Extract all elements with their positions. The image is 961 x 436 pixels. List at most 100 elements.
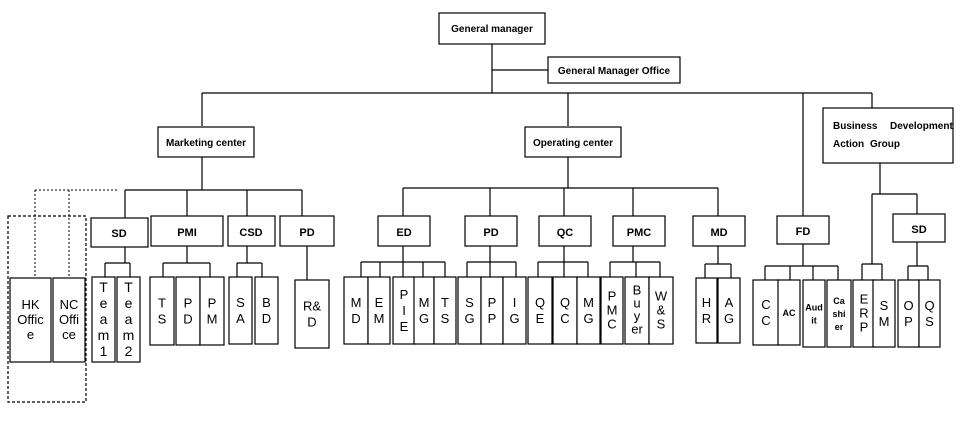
leaf-box-cashier — [826, 279, 852, 348]
leaf-label-erp-2: P — [860, 319, 869, 334]
node-bdag-word4: Group — [870, 139, 900, 150]
leaf-label-team1-3: m — [98, 327, 110, 343]
leaf-label-pm-0: P — [208, 295, 217, 310]
leaf-box-audit — [802, 279, 826, 348]
dept-csd-label: CSD — [239, 227, 262, 239]
leaf-label-qc-1: C — [560, 311, 569, 326]
leaf-label-hr-0: H — [702, 295, 711, 310]
dept-ed-label: ED — [396, 227, 411, 239]
leaf-label-buyer-2: y — [634, 309, 641, 324]
leaf-label-team2-4: 2 — [125, 343, 133, 359]
leaf-label-pd-0: P — [184, 295, 193, 310]
leaf-label-sg-0: S — [465, 295, 474, 310]
leaf-label-pmc-2: C — [607, 316, 616, 331]
dept-qc-label: QC — [557, 227, 574, 239]
leaf-label-sg-1: G — [464, 311, 474, 326]
leaf-label-ts-1: S — [158, 311, 167, 326]
leaf-box-hr — [695, 277, 718, 344]
leaf-label-team1-1: e — [100, 295, 108, 311]
dept-md-label: MD — [710, 227, 727, 239]
leaf-label-pd-1: D — [183, 311, 192, 326]
leaf-label-cashier-1: shi — [832, 309, 845, 319]
node-operating-center-label: Operating center — [533, 138, 613, 149]
leaf-label-qc-0: Q — [560, 295, 570, 310]
leaf-label-pmc-1: M — [607, 302, 618, 317]
leaf-label-ig-0: I — [513, 295, 517, 310]
leaf-label-sm-0: S — [880, 298, 889, 313]
leaf-box-ts — [149, 276, 175, 346]
node-marketing-center — [157, 126, 255, 158]
leaf-label-ts-e-0: T — [441, 295, 449, 310]
leaf-label-hk-1: Offic — [17, 312, 44, 327]
leaf-box-sa — [228, 276, 253, 345]
leaf-label-qe-1: E — [536, 311, 545, 326]
leaf-label-pie-0: P — [400, 287, 409, 302]
leaf-label-audit-1: it — [811, 316, 817, 326]
dept-fd-label: FD — [796, 226, 811, 238]
leaf-label-team2-2: a — [125, 311, 133, 327]
leaf-box-ws — [648, 276, 674, 345]
leaf-label-hk-0: HK — [21, 297, 39, 312]
leaf-box-mg-q — [576, 276, 601, 345]
leaf-label-op-0: O — [903, 298, 913, 313]
leaf-label-em-1: M — [374, 311, 385, 326]
node-bdag-word2: Development — [890, 121, 953, 132]
leaf-box-hk — [9, 277, 52, 363]
leaf-label-rd-1: D — [307, 314, 316, 329]
leaf-label-em-0: E — [375, 295, 384, 310]
leaf-label-bd-0: B — [262, 295, 271, 310]
leaf-label-mg-e-1: G — [419, 311, 429, 326]
leaf-box-team2 — [116, 276, 141, 363]
leaf-label-team1-0: T — [99, 279, 108, 295]
leaf-label-team1-4: 1 — [100, 343, 108, 359]
leaf-box-cc — [752, 279, 780, 346]
node-general-manager-label: General manager — [451, 24, 533, 35]
node-general-manager — [438, 12, 546, 45]
connectors — [34, 44, 929, 280]
node-general-manager-office — [547, 56, 681, 84]
leaf-label-erp-1: R — [859, 305, 868, 320]
leaf-label-pm-1: M — [207, 311, 218, 326]
leaf-label-ws-1: & — [657, 302, 666, 317]
leaf-label-sa-0: S — [236, 295, 245, 310]
leaf-label-hk-2: e — [27, 327, 34, 342]
leaf-label-ts-e-1: S — [441, 311, 450, 326]
leaf-label-md-e-0: M — [351, 295, 362, 310]
leaf-label-buyer-3: er — [631, 322, 643, 337]
department-boxes: SD PMI CSD PD ED PD QC PMC MD FD SD — [90, 213, 946, 248]
dept-pmi-label: PMI — [177, 227, 197, 239]
leaf-label-mg-q-1: G — [583, 311, 593, 326]
leaf-label-erp-0: E — [860, 291, 869, 306]
leaf-label-qs-0: Q — [924, 298, 934, 313]
leaf-label-pie-2: E — [400, 319, 409, 334]
leaf-box-sm — [872, 279, 896, 348]
leaf-box-qe — [527, 276, 553, 345]
dept-sd-label: SD — [111, 228, 126, 240]
dept-pd2-label: PD — [483, 227, 498, 239]
leaf-box-ig — [502, 276, 527, 345]
leaf-label-team2-0: T — [124, 279, 133, 295]
leaf-label-ag-0: A — [725, 295, 734, 310]
leaf-label-nc-0: NC — [60, 297, 79, 312]
leaf-box-nc — [52, 277, 86, 363]
offices-dashed-frame — [7, 215, 87, 403]
leaf-label-md-e-1: D — [351, 311, 360, 326]
leaf-label-ig-1: G — [509, 311, 519, 326]
leaf-label-sm-1: M — [879, 314, 890, 329]
node-bdag-word1: Business — [833, 121, 878, 132]
leaf-label-mg-e-0: M — [419, 295, 430, 310]
leaf-label-buyer-1: u — [633, 296, 640, 311]
leaf-label-nc-1: Offi — [59, 312, 79, 327]
leaf-label-team1-2: a — [100, 311, 108, 327]
leaf-label-team2-1: e — [125, 295, 133, 311]
leaf-label-buyer-0: B — [633, 283, 642, 298]
leaf-label-ac-0: AC — [783, 308, 796, 318]
dept-pmc-label: PMC — [627, 227, 652, 239]
leaf-box-qs — [918, 279, 941, 348]
node-general-manager-office-label: General Manager Office — [558, 66, 671, 77]
leaf-label-ws-0: W — [655, 288, 668, 303]
leaf-box-rd — [294, 279, 330, 349]
node-operating-center — [524, 126, 622, 158]
leaf-box-pmc — [600, 276, 624, 345]
